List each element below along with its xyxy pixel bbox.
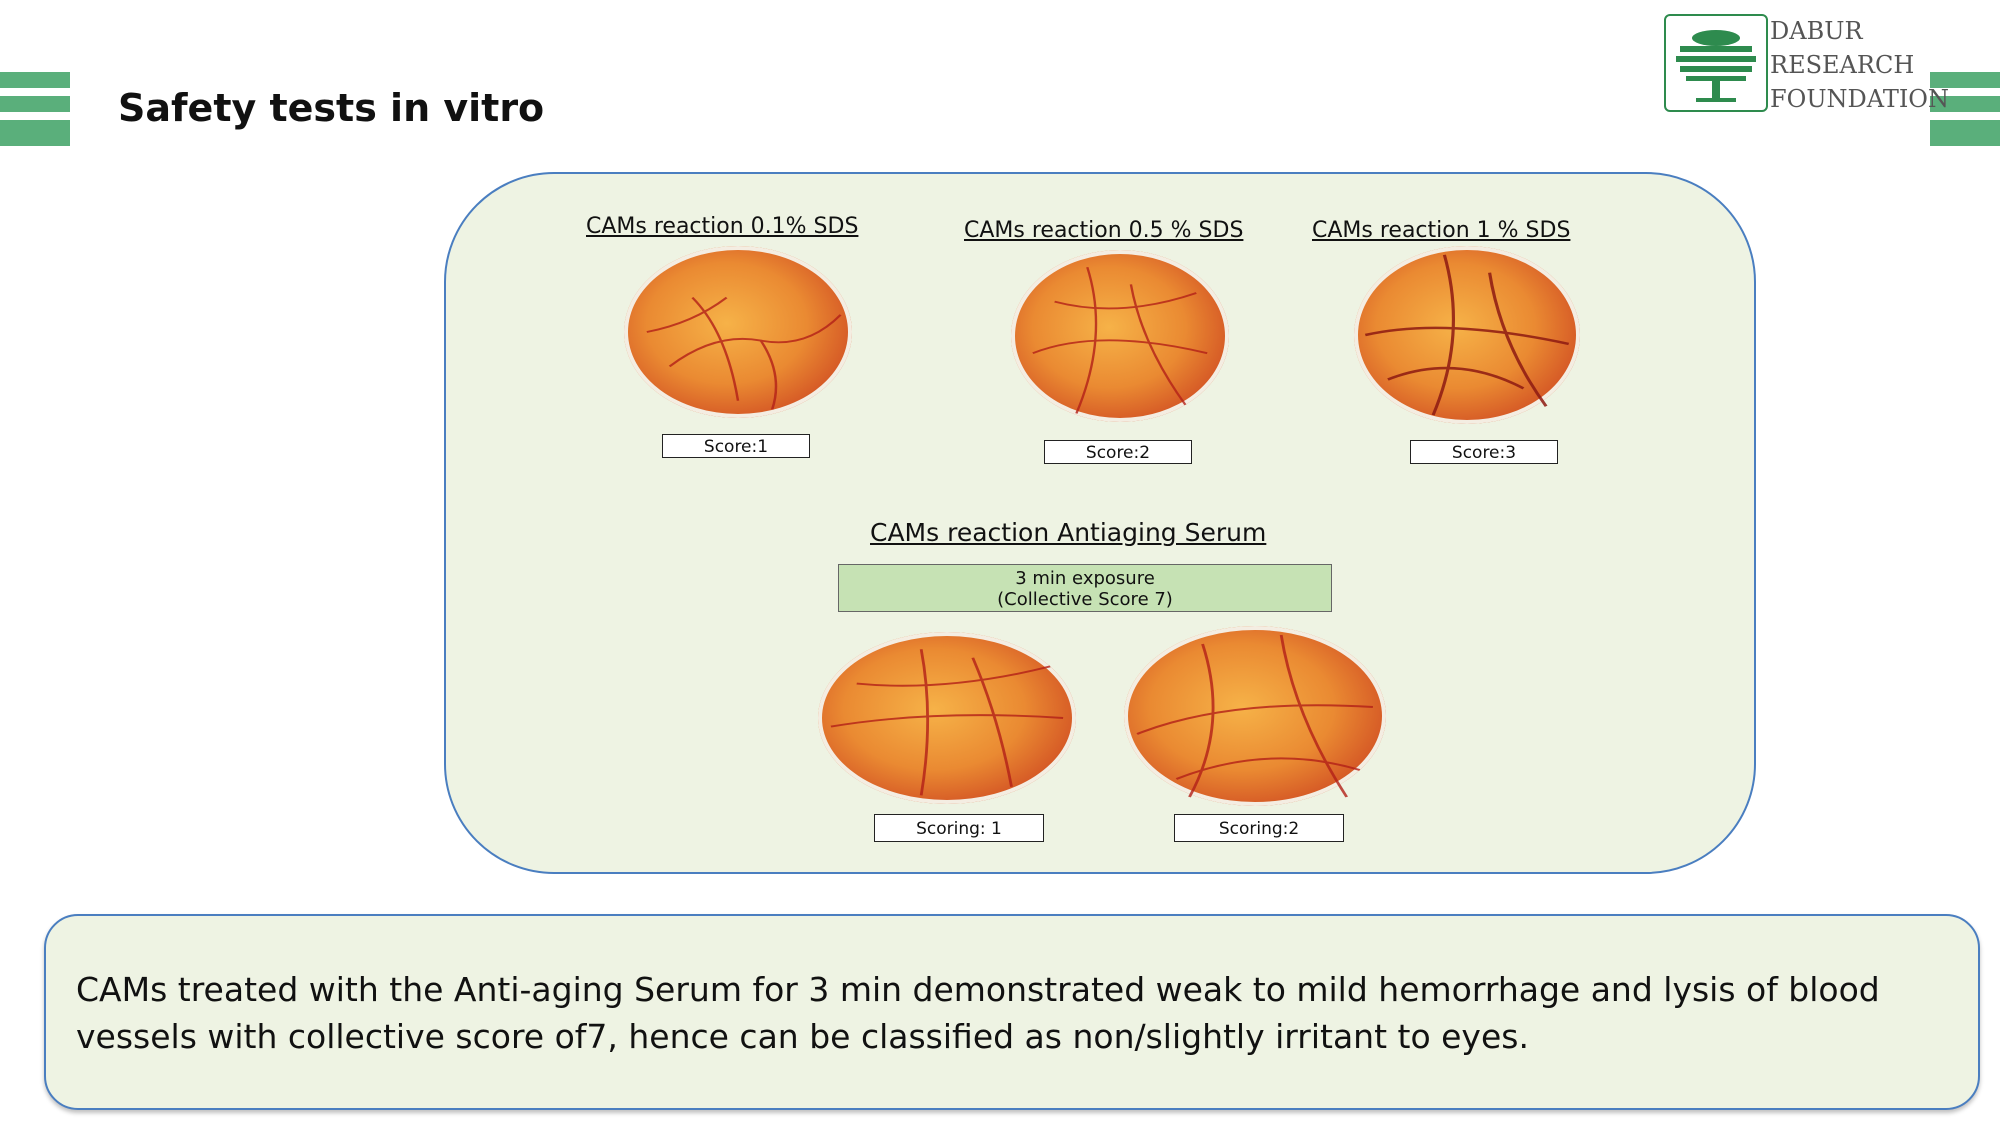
tree-logo-icon xyxy=(1664,14,1768,112)
serum-section-title: CAMs reaction Antiaging Serum xyxy=(870,518,1267,547)
cam-egg-image-serum-1 xyxy=(818,632,1076,804)
exposure-info-box: 3 min exposure (Collective Score 7) xyxy=(838,564,1332,612)
cam-egg-image-2 xyxy=(1011,250,1229,422)
conclusion-box: CAMs treated with the Anti-aging Serum f… xyxy=(44,914,1980,1110)
sds-score-2: Score:2 xyxy=(1044,440,1192,464)
dabur-logo: DABUR RESEARCH FOUNDATION xyxy=(1664,14,1949,114)
logo-text: DABUR RESEARCH FOUNDATION xyxy=(1770,17,1949,113)
results-panel: CAMs reaction 0.1% SDS Score:1 CAMs reac… xyxy=(444,172,1756,874)
sds-caption-2: CAMs reaction 0.5 % SDS xyxy=(964,218,1244,243)
left-decor-bars xyxy=(0,72,70,154)
sds-score-3: Score:3 xyxy=(1410,440,1558,464)
sds-score-1: Score:1 xyxy=(662,434,810,458)
cam-egg-image-serum-2 xyxy=(1124,626,1386,806)
cam-egg-image-1 xyxy=(624,246,852,418)
cam-egg-image-3 xyxy=(1354,246,1580,424)
sds-caption-1: CAMs reaction 0.1% SDS xyxy=(586,214,859,239)
sds-caption-3: CAMs reaction 1 % SDS xyxy=(1312,218,1571,243)
conclusion-text: CAMs treated with the Anti-aging Serum f… xyxy=(76,970,1880,1056)
serum-score-1: Scoring: 1 xyxy=(874,814,1044,842)
page-title: Safety tests in vitro xyxy=(118,86,545,130)
serum-score-2: Scoring:2 xyxy=(1174,814,1344,842)
right-decor-bars xyxy=(1930,72,2000,154)
